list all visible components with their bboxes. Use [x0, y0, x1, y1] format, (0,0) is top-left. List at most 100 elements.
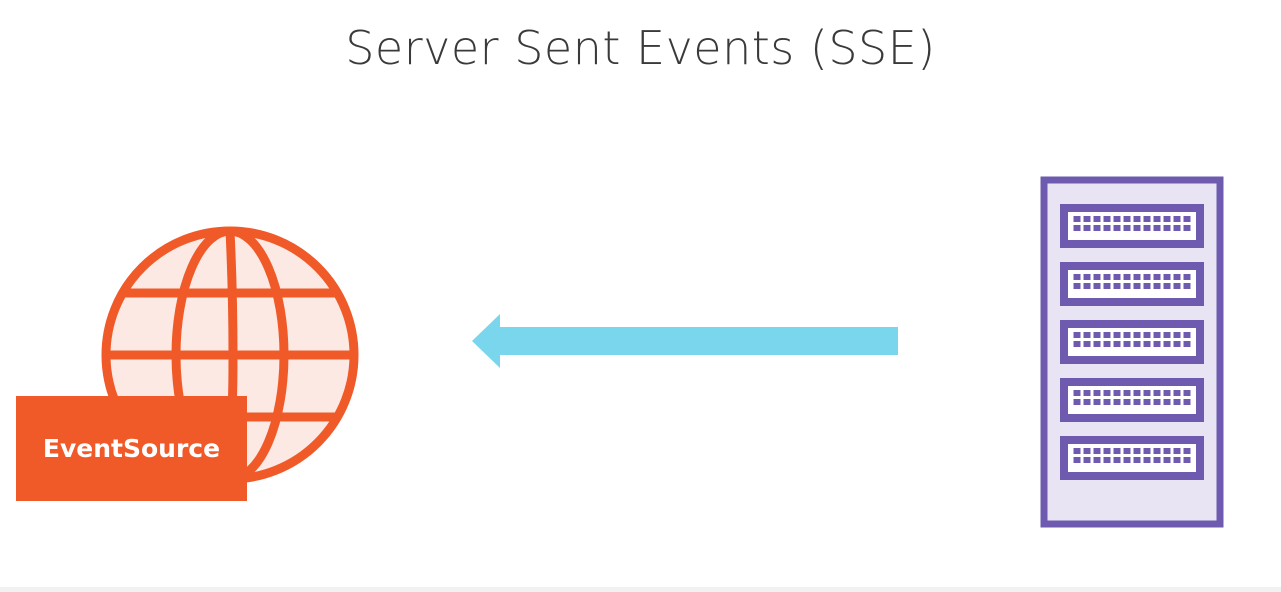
server-unit-cell	[1113, 283, 1121, 289]
server-unit-cell	[1103, 274, 1111, 280]
server-unit-cell	[1113, 390, 1121, 396]
server-unit-cell	[1093, 274, 1101, 280]
server-unit-cell	[1173, 274, 1181, 280]
server-unit-cell	[1103, 457, 1111, 463]
server-unit-cell	[1103, 341, 1111, 347]
server-unit-cell	[1113, 448, 1121, 454]
server-unit-cell	[1093, 399, 1101, 405]
server-unit	[1060, 378, 1204, 422]
server-unit-cell	[1133, 216, 1141, 222]
server-unit-cell	[1183, 390, 1191, 396]
server-unit-cell	[1153, 283, 1161, 289]
server-unit	[1060, 436, 1204, 480]
server-unit-cell	[1083, 225, 1091, 231]
server-unit-cell	[1103, 332, 1111, 338]
bottom-divider	[0, 587, 1281, 592]
server-unit-cell	[1093, 283, 1101, 289]
server-unit-cell	[1143, 341, 1151, 347]
server-unit-cell	[1173, 283, 1181, 289]
server-unit-cell	[1163, 225, 1171, 231]
server-unit-cell	[1143, 399, 1151, 405]
server-unit-cell	[1153, 341, 1161, 347]
server-unit-cell	[1173, 399, 1181, 405]
eventsource-label: EventSource	[16, 396, 247, 501]
server-unit-cell	[1183, 341, 1191, 347]
server-unit-cell	[1133, 457, 1141, 463]
server-unit-cell	[1143, 457, 1151, 463]
server-unit-cell	[1123, 390, 1131, 396]
server-unit-cell	[1173, 216, 1181, 222]
server-unit-cell	[1183, 283, 1191, 289]
server-unit-cell	[1123, 399, 1131, 405]
slide-title: Server Sent Events (SSE)	[345, 21, 936, 75]
server-unit-cell	[1183, 332, 1191, 338]
server-unit-cell	[1123, 341, 1131, 347]
server-unit-cell	[1133, 332, 1141, 338]
server-unit-cell	[1133, 283, 1141, 289]
server-unit-cell	[1103, 225, 1111, 231]
server-unit-cell	[1113, 399, 1121, 405]
server-unit-cell	[1113, 225, 1121, 231]
server-unit-cell	[1133, 341, 1141, 347]
server-unit-cell	[1133, 448, 1141, 454]
server-unit-cell	[1173, 457, 1181, 463]
server-unit-cell	[1113, 457, 1121, 463]
server-unit-cell	[1123, 457, 1131, 463]
server-unit-cell	[1163, 274, 1171, 280]
server-unit-cell	[1153, 332, 1161, 338]
server-unit-cell	[1113, 332, 1121, 338]
server-unit-cell	[1083, 399, 1091, 405]
server-unit-cell	[1183, 399, 1191, 405]
server-unit-cell	[1173, 448, 1181, 454]
server-unit-cell	[1183, 448, 1191, 454]
server-unit-cell	[1153, 457, 1161, 463]
server-unit-cell	[1073, 448, 1081, 454]
server-unit-cell	[1163, 341, 1171, 347]
server-unit-cell	[1153, 274, 1161, 280]
server-unit-cell	[1083, 341, 1091, 347]
server-unit-cell	[1083, 332, 1091, 338]
server-unit-cell	[1133, 225, 1141, 231]
server-unit-cell	[1153, 216, 1161, 222]
server-unit-cell	[1183, 225, 1191, 231]
server-unit-cell	[1143, 216, 1151, 222]
server-unit-cell	[1093, 457, 1101, 463]
server-unit-cell	[1093, 390, 1101, 396]
server-unit-cell	[1123, 332, 1131, 338]
server-unit-cell	[1073, 390, 1081, 396]
arrow-left-icon	[472, 314, 898, 368]
server-unit-cell	[1123, 216, 1131, 222]
server-unit-cell	[1153, 225, 1161, 231]
server-unit-cell	[1073, 283, 1081, 289]
server-unit-cell	[1093, 448, 1101, 454]
server-unit-cell	[1103, 448, 1111, 454]
server-unit	[1060, 262, 1204, 306]
server-unit	[1060, 320, 1204, 364]
server-unit-cell	[1133, 390, 1141, 396]
server-unit-cell	[1103, 216, 1111, 222]
server-unit-cell	[1143, 274, 1151, 280]
server-unit-cell	[1083, 457, 1091, 463]
server-unit-cell	[1153, 399, 1161, 405]
server-unit-cell	[1143, 390, 1151, 396]
server-unit-cell	[1083, 448, 1091, 454]
server-unit-cell	[1183, 457, 1191, 463]
server-unit-cell	[1133, 399, 1141, 405]
server-unit	[1060, 204, 1204, 248]
server-unit-cell	[1123, 274, 1131, 280]
server-unit-cell	[1143, 332, 1151, 338]
server-unit-cell	[1143, 448, 1151, 454]
server-unit-cell	[1163, 390, 1171, 396]
server-unit-cell	[1073, 225, 1081, 231]
server-unit-cell	[1143, 225, 1151, 231]
server-unit-cell	[1083, 216, 1091, 222]
server-unit-cell	[1073, 341, 1081, 347]
server-unit-cell	[1163, 399, 1171, 405]
server-unit-cell	[1073, 332, 1081, 338]
server-unit-cell	[1163, 457, 1171, 463]
server-unit-cell	[1143, 283, 1151, 289]
server-rack-icon	[1040, 176, 1224, 528]
server-unit-cell	[1113, 274, 1121, 280]
server-unit-cell	[1083, 283, 1091, 289]
server-unit-cell	[1153, 448, 1161, 454]
